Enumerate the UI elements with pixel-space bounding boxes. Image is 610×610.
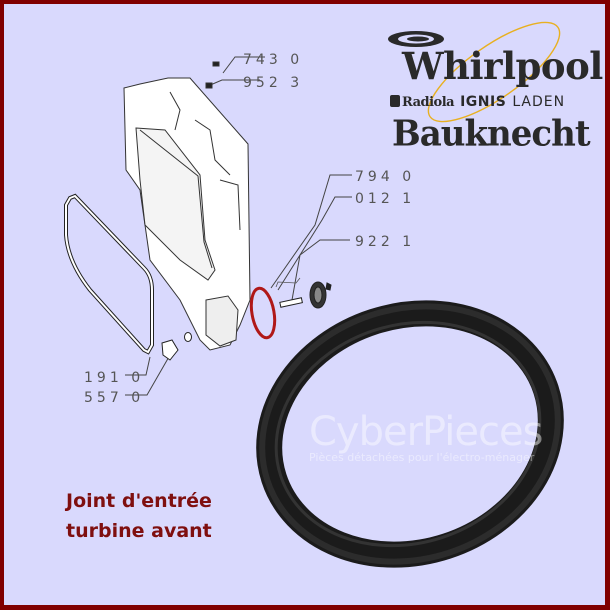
callout-557: 557 0 — [84, 390, 145, 406]
ignis-logo: IGNIS — [460, 94, 507, 110]
highlighted-o-ring — [249, 286, 277, 340]
whirlpool-logo: Whirlpool — [402, 44, 603, 88]
watermark-main: CyberPieces — [309, 409, 543, 455]
product-title-line1: Joint d'entrée — [66, 490, 212, 512]
product-title: Joint d'entrée turbine avant — [66, 486, 212, 546]
door-seal-drawing — [64, 193, 154, 355]
callout-012: 012 1 — [355, 191, 416, 207]
product-title-line2: turbine avant — [66, 520, 212, 542]
bauknecht-logo: Bauknecht — [392, 113, 591, 155]
callout-952: 952 3 — [243, 75, 304, 91]
callout-794: 794 0 — [355, 169, 416, 185]
accent-swirl-icon — [427, 21, 561, 123]
watermark-sub: Pièces détachées pour l'électro-ménager — [309, 451, 535, 464]
watermark: CyberPieces Pièces détachées pour l'élec… — [309, 409, 605, 464]
brand-logos: Whirlpool Radiola IGNIS LADEN Bauknecht — [384, 14, 604, 164]
gasket-photo — [256, 300, 564, 568]
callout-743: 743 0 — [243, 52, 304, 68]
radiola-icon — [390, 95, 400, 107]
callout-191: 191 0 — [84, 370, 145, 386]
exploded-parts-diagram — [64, 56, 564, 568]
whirlpool-swirl-icon — [388, 31, 444, 47]
laden-logo: LADEN — [512, 94, 566, 110]
turbine-housing-drawing — [123, 61, 251, 351]
sub-brand-logos: Radiola IGNIS LADEN — [390, 94, 565, 111]
callout-922: 922 1 — [355, 234, 416, 250]
radiola-logo: Radiola — [402, 95, 455, 110]
product-image-frame: 743 0 952 3 794 0 012 1 922 1 191 0 557 … — [4, 4, 605, 605]
